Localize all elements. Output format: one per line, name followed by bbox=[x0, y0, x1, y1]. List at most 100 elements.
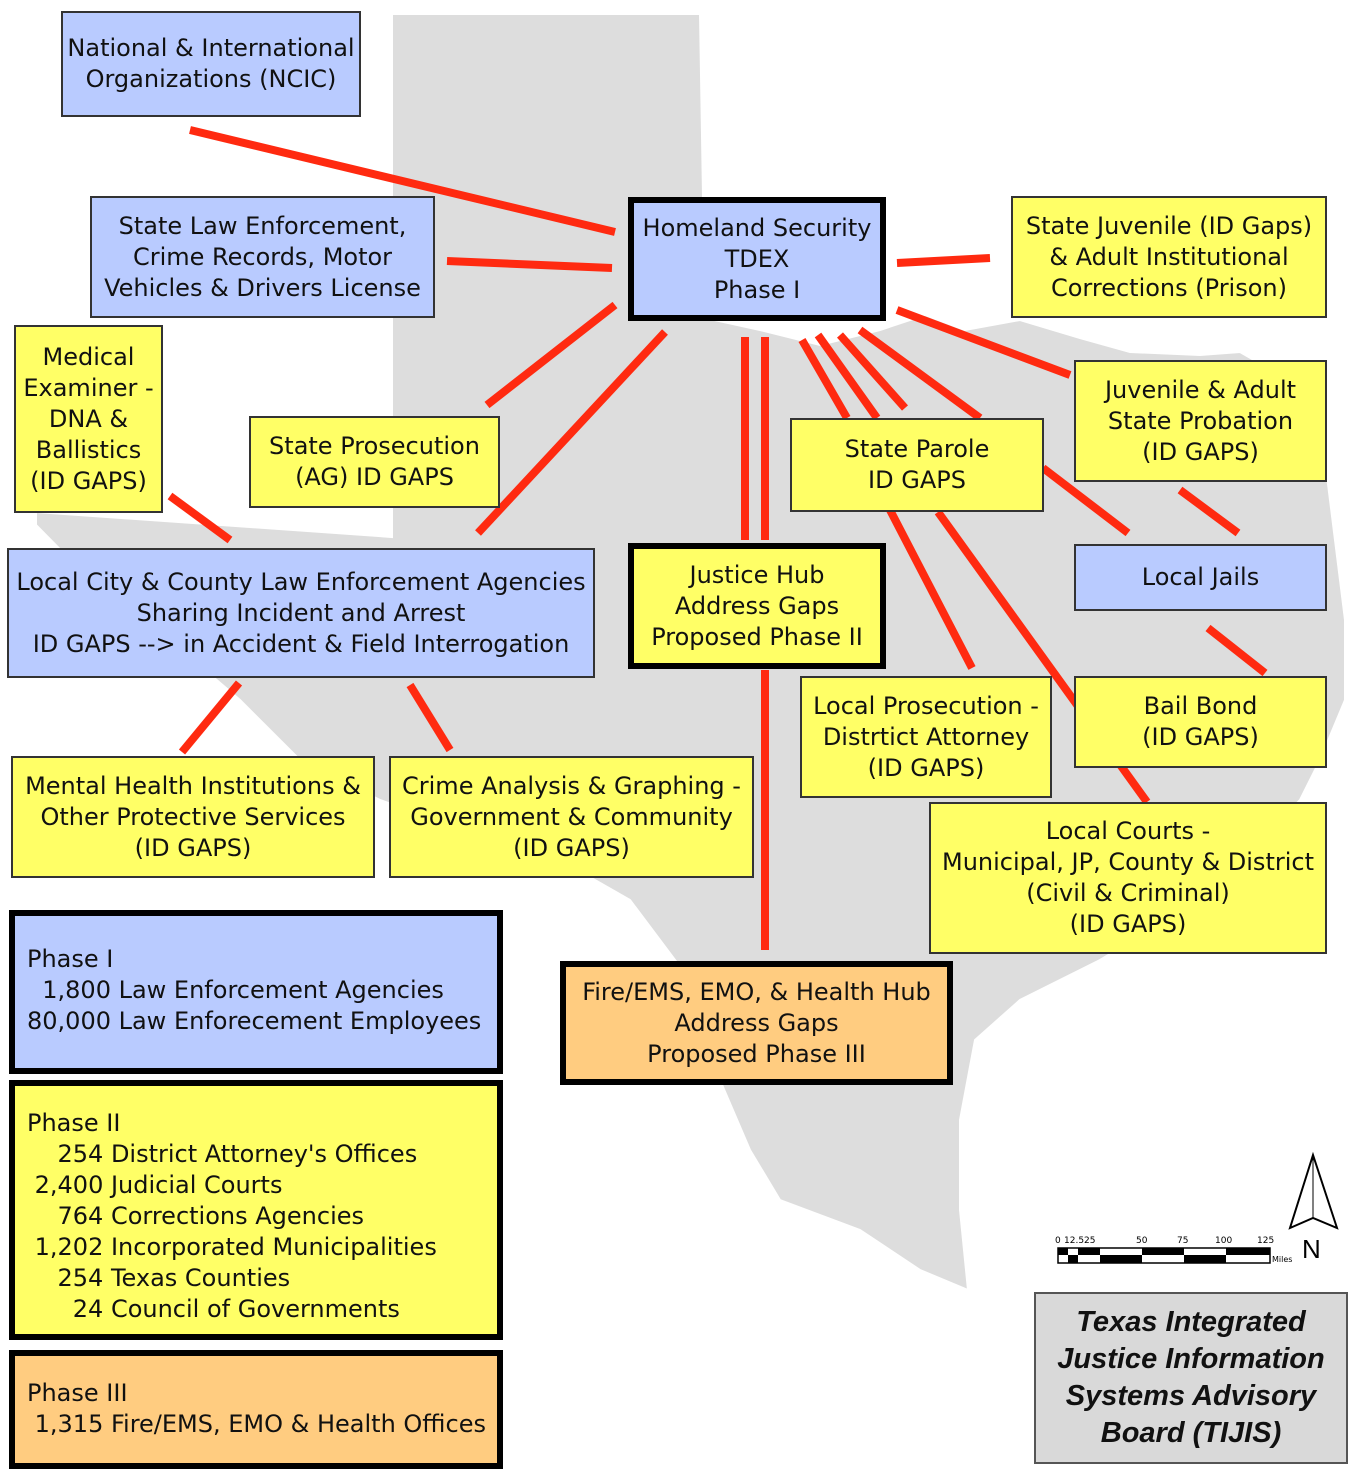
box-local-courts: Local Courts - Municipal, JP, County & Di… bbox=[929, 802, 1327, 954]
legend-phase-1-line-1: Phase I bbox=[27, 945, 114, 973]
legend-phase-2-line-3: 2,400 Judicial Courts bbox=[27, 1171, 283, 1199]
box-justice-hub-line-3: Proposed Phase II bbox=[651, 622, 863, 651]
title-line-2: Justice Information bbox=[1057, 1343, 1325, 1375]
box-mental-health-line-3: (ID GAPS) bbox=[134, 833, 252, 862]
title-line-3: Systems Advisory bbox=[1065, 1380, 1317, 1412]
box-medical-examiner-line-1: Medical bbox=[42, 342, 135, 371]
box-mental-health-line-2: Other Protective Services bbox=[40, 802, 346, 831]
connector-state-parole-d bbox=[857, 326, 983, 422]
box-juvenile-probation-line-1: Juvenile & Adult bbox=[1104, 375, 1297, 404]
box-juvenile-probation-line-2: State Probation bbox=[1107, 406, 1294, 435]
box-state-parole-line-1: State Parole bbox=[844, 435, 990, 463]
box-ncic-line-2: Organizations (NCIC) bbox=[85, 65, 337, 93]
connector-state-parole-a bbox=[798, 338, 851, 420]
box-local-courts-line-1: Local Courts - bbox=[1045, 817, 1211, 845]
box-local-law-enforcement: Local City & County Law Enforcement Agen… bbox=[7, 548, 595, 678]
box-local-jails-line-1: Local Jails bbox=[1141, 563, 1260, 591]
connector-state-le bbox=[446, 257, 613, 272]
box-local-prosecution-line-3: (ID GAPS) bbox=[867, 753, 985, 782]
box-crime-analysis-line-3: (ID GAPS) bbox=[513, 833, 630, 862]
connector-state-parole-b bbox=[814, 332, 881, 421]
connector-local-le bbox=[475, 329, 668, 536]
box-fire-ems-hub-line-2: Address Gaps bbox=[674, 1008, 839, 1037]
scale-tick-50: 50 bbox=[1136, 1236, 1148, 1246]
box-state-prosecution: State Prosecution (AG) ID GAPS bbox=[249, 416, 500, 508]
connector-mental-health bbox=[178, 680, 243, 755]
box-state-law-enforcement-line-3: Vehicles & Drivers License bbox=[104, 273, 421, 302]
box-crime-analysis-line-2: Government & Community bbox=[410, 802, 733, 831]
box-local-law-enforcement-line-1: Local City & County Law Enforcement Agen… bbox=[16, 567, 586, 596]
box-bail-bond-line-2: (ID GAPS) bbox=[1142, 723, 1259, 751]
box-state-parole: State Parole ID GAPS bbox=[790, 418, 1044, 512]
box-local-law-enforcement-line-3: ID GAPS --> in Accident & Field Interrog… bbox=[32, 629, 570, 658]
legend-phase-2: Phase II 254 District Attorney's Offices… bbox=[9, 1080, 503, 1340]
north-label: N bbox=[1302, 1234, 1321, 1264]
box-justice-hub-line-1: Justice Hub bbox=[689, 560, 825, 589]
legend-phase-1: Phase I 1,800 Law Enforcement Agencies 80… bbox=[9, 910, 503, 1074]
title-box: Texas Integrated Justice Information Sys… bbox=[1034, 1292, 1348, 1464]
legend-phase-2-line-5: 1,202 Incorporated Municipalities bbox=[27, 1233, 437, 1261]
scale-tick-12-5: 12.5 bbox=[1064, 1236, 1084, 1246]
connector-state-prosecution bbox=[484, 301, 618, 409]
box-juvenile-corrections: State Juvenile (ID Gaps)& Adult Institut… bbox=[1011, 196, 1327, 318]
box-state-law-enforcement-line-2: Crime Records, Motor bbox=[132, 242, 393, 271]
box-ncic-line-1: National & International bbox=[67, 34, 355, 62]
box-local-jails: Local Jails bbox=[1074, 544, 1327, 611]
box-juvenile-corrections-line-2: & Adult Institutional bbox=[1049, 242, 1289, 271]
scale-tick-0: 0 bbox=[1055, 1236, 1061, 1246]
box-homeland-security-line-3: Phase I bbox=[713, 275, 801, 304]
connector-crime-analysis bbox=[406, 682, 454, 753]
connector-juvenile-corrections bbox=[896, 254, 991, 267]
legend-phase-3: Phase III 1,315 Fire/EMS, EMO & Health O… bbox=[9, 1350, 503, 1469]
box-juvenile-corrections-line-3: Corrections (Prison) bbox=[1050, 273, 1287, 302]
box-medical-examiner-line-2: Examiner - bbox=[23, 373, 154, 402]
legend-phase-1-line-3: 80,000 Law Enforecement Employees bbox=[27, 1007, 482, 1035]
legend-phase-2-line-2: 254 District Attorney's Offices bbox=[27, 1140, 418, 1168]
box-local-prosecution-line-2: Distrtict Attorney bbox=[822, 722, 1030, 751]
box-crime-analysis: Crime Analysis & Graphing -Government & … bbox=[389, 756, 754, 878]
box-mental-health-line-1: Mental Health Institutions & bbox=[25, 771, 361, 800]
box-juvenile-corrections-line-1: State Juvenile (ID Gaps) bbox=[1025, 211, 1313, 240]
box-local-courts-line-3: (Civil & Criminal) bbox=[1026, 879, 1230, 907]
box-local-prosecution: Local Prosecution -Distrtict Attorney(ID… bbox=[800, 676, 1052, 798]
box-local-courts-line-4: (ID GAPS) bbox=[1069, 910, 1187, 938]
north-arrow-icon: N bbox=[1288, 1151, 1339, 1264]
box-medical-examiner-line-3: DNA & bbox=[48, 404, 129, 433]
box-justice-hub-line-2: Address Gaps bbox=[674, 591, 840, 620]
box-local-courts-line-2: Municipal, JP, County & District bbox=[942, 848, 1314, 876]
box-state-law-enforcement-line-1: State Law Enforcement, bbox=[118, 211, 407, 240]
scale-bar: 0 12.5 25 50 75 100 125 Miles bbox=[1055, 1236, 1292, 1264]
box-state-prosecution-line-2: (AG) ID GAPS bbox=[295, 463, 454, 491]
box-local-law-enforcement-line-2: Sharing Incident and Arrest bbox=[136, 598, 466, 627]
connector-local-prosecution bbox=[886, 508, 976, 670]
box-fire-ems-hub-line-1: Fire/EMS, EMO, & Health Hub bbox=[582, 977, 931, 1006]
scale-unit: Miles bbox=[1272, 1255, 1292, 1264]
box-state-parole-line-2: ID GAPS bbox=[868, 466, 966, 494]
box-medical-examiner-line-4: Ballistics bbox=[35, 435, 142, 464]
box-state-prosecution-line-1: State Prosecution bbox=[269, 432, 480, 460]
box-state-law-enforcement: State Law Enforcement,Crime Records, Mot… bbox=[90, 196, 435, 318]
connector-lines bbox=[167, 126, 1268, 950]
connector-medical bbox=[167, 492, 233, 544]
title-line-4: Board (TIJIS) bbox=[1100, 1417, 1282, 1449]
legend-phase-3-line-2: 1,315 Fire/EMS, EMO & Health Offices bbox=[27, 1410, 486, 1438]
connector-jails-bail bbox=[1205, 624, 1268, 677]
legend-phase-1-line-2: 1,800 Law Enforcement Agencies bbox=[27, 976, 444, 1004]
scale-tick-25: 25 bbox=[1084, 1236, 1095, 1246]
legend-phase-2-line-7: 24 Council of Governments bbox=[27, 1295, 400, 1323]
box-homeland-security-line-2: TDEX bbox=[724, 244, 790, 273]
scale-tick-100: 100 bbox=[1215, 1236, 1232, 1246]
connector-state-parole-c bbox=[837, 332, 908, 411]
legend-phase-2-line-4: 764 Corrections Agencies bbox=[27, 1202, 365, 1230]
scale-tick-125: 125 bbox=[1257, 1236, 1274, 1246]
legend-phase-2-line-6: 254 Texas Counties bbox=[27, 1264, 291, 1292]
connector-juvenile-probation bbox=[895, 306, 1072, 379]
box-homeland-security-line-1: Homeland Security bbox=[642, 213, 872, 242]
connector-ncic bbox=[189, 126, 616, 236]
box-local-prosecution-line-1: Local Prosecution - bbox=[813, 691, 1039, 720]
box-crime-analysis-line-1: Crime Analysis & Graphing - bbox=[402, 771, 741, 800]
